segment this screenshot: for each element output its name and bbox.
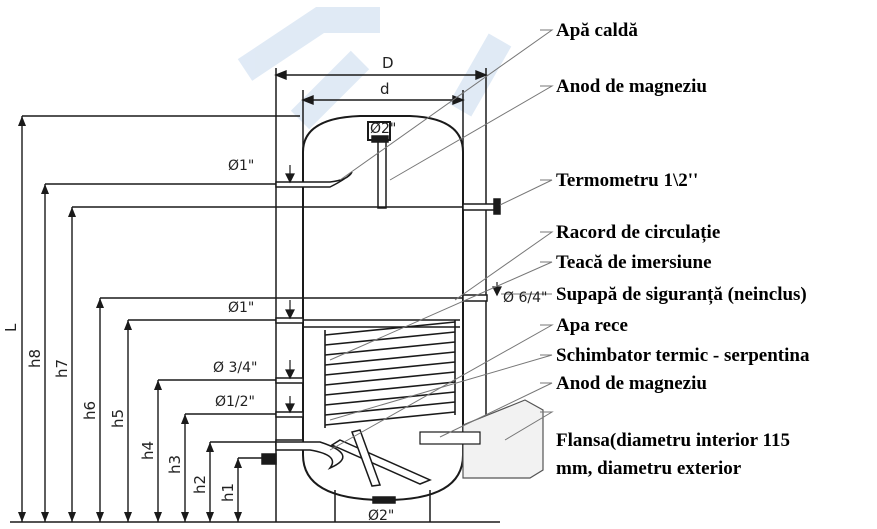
height-arrowheads (18, 116, 242, 522)
label-safety-valve: Supapă de siguranță (neinclus) (556, 284, 807, 305)
label-circulation: Racord de circulație (556, 222, 720, 243)
conn-top: Ø2" (370, 121, 396, 137)
label-flange-line1: Flansa(diametru interior 115 (556, 430, 790, 451)
conn-bottom: Ø2" (368, 508, 394, 524)
dim-D: D (382, 54, 394, 72)
height-dimensions (10, 115, 500, 523)
dim-h1: h1 (219, 483, 237, 502)
dim-h2: h2 (191, 475, 209, 494)
dim-L: L (2, 323, 20, 332)
label-thermometer: Termometru 1\2'' (556, 170, 698, 191)
watermark (237, 7, 512, 130)
dim-h4: h4 (139, 441, 157, 460)
label-anode-bottom: Anod de magneziu (556, 373, 707, 394)
label-flange-line2: mm, diametru exterior (556, 458, 742, 479)
conn-mid: Ø1" (228, 300, 254, 316)
label-anode-top: Anod de magneziu (556, 76, 707, 97)
conn-coil-upper: Ø 3/4" (213, 360, 257, 376)
thermometer-sensor (462, 198, 501, 215)
label-heat-exchanger: Schimbator termic - serpentina (556, 345, 810, 366)
conn-side: Ø 6/4" (503, 290, 547, 306)
dim-h5: h5 (109, 409, 127, 428)
dim-h3: h3 (166, 455, 184, 474)
conn-coil-lower: Ø1/2" (215, 394, 255, 410)
dim-h6: h6 (81, 401, 99, 420)
label-cold-water: Apa rece (556, 315, 628, 336)
leader-lines (329, 29, 554, 451)
base (334, 490, 431, 522)
top-anode (371, 135, 389, 209)
dim-d: d (380, 80, 390, 98)
label-immersion-sleeve: Teacă de imersiune (556, 252, 712, 273)
dim-h8: h8 (26, 349, 44, 368)
dim-h7: h7 (53, 359, 71, 378)
connector-ticks (285, 165, 502, 414)
conn-hot-outlet: Ø1" (228, 158, 254, 174)
width-dimensions (274, 69, 488, 106)
label-hot-water: Apă caldă (556, 20, 638, 41)
flange (419, 399, 544, 479)
